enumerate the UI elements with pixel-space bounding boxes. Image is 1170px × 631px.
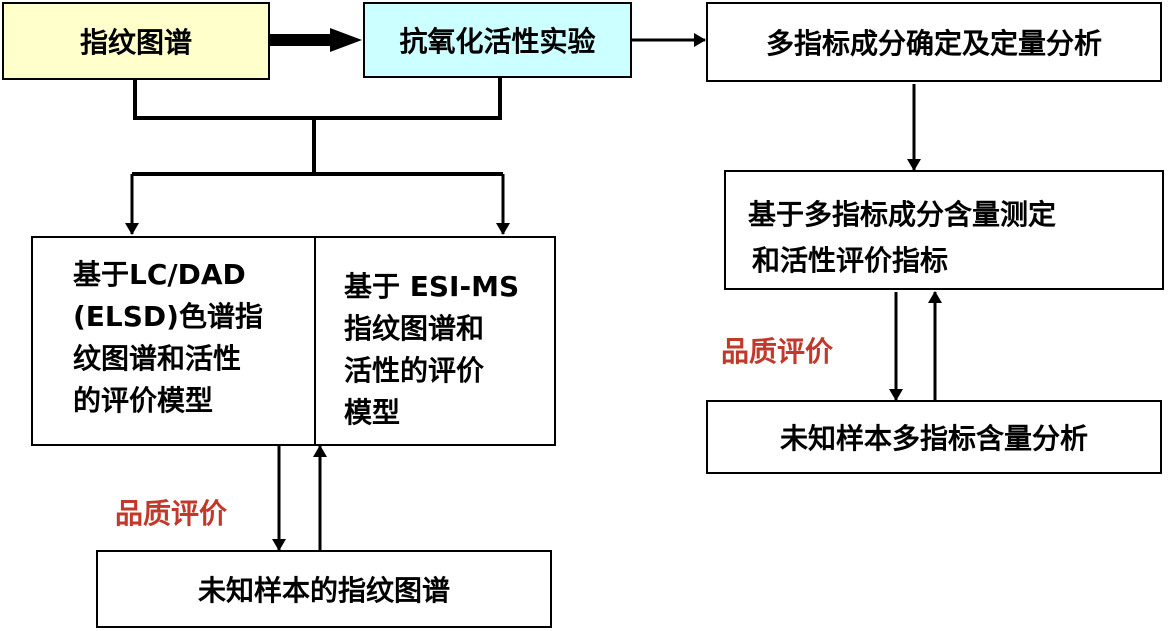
multi-index-quant-box: 多指标成分确定及定量分析	[706, 2, 1162, 82]
antioxidant-test-text: 抗氧化活性实验	[399, 25, 596, 58]
quality-eval-label-left: 品质评价	[115, 497, 228, 530]
esi-model-box: 基于 ESI-MS 指纹图谱和 活性的评价 模型	[314, 236, 556, 446]
unknown-fingerprint-text: 未知样本的指纹图谱	[197, 574, 450, 607]
content-index-box: 基于多指标成分含量测定 和活性评价指标	[724, 170, 1164, 290]
lc-model-line: 的评价模型	[73, 384, 214, 417]
quality-eval-label-right: 品质评价	[721, 335, 834, 368]
unknown-multi-index-text: 未知样本多指标含量分析	[779, 422, 1088, 455]
unknown-multi-index-box: 未知样本多指标含量分析	[706, 400, 1162, 474]
fingerprint-box: 指纹图谱	[2, 2, 270, 80]
esi-model-line: 模型	[344, 396, 401, 429]
esi-model-line: 指纹图谱和	[344, 312, 485, 345]
fingerprint-text: 指纹图谱	[79, 26, 192, 59]
lc-model-line: (ELSD)色谱指	[73, 300, 263, 333]
antioxidant-test-box: 抗氧化活性实验	[363, 2, 632, 78]
multi-index-quant-text: 多指标成分确定及定量分析	[765, 27, 1102, 60]
merge-connector	[133, 78, 502, 120]
lc-model-line: 基于LC/DAD	[73, 258, 246, 291]
arrowhead	[330, 28, 362, 52]
content-index-line: 和活性评价指标	[752, 244, 949, 277]
esi-model-line: 基于 ESI-MS	[344, 270, 520, 303]
content-index-line: 基于多指标成分含量测定	[748, 198, 1057, 231]
lc-model-line: 纹图谱和活性	[73, 342, 242, 375]
lc-model-box: 基于LC/DAD (ELSD)色谱指 纹图谱和活性 的评价模型	[31, 236, 316, 446]
esi-model-line: 活性的评价	[344, 354, 485, 387]
unknown-fingerprint-box: 未知样本的指纹图谱	[96, 550, 552, 628]
